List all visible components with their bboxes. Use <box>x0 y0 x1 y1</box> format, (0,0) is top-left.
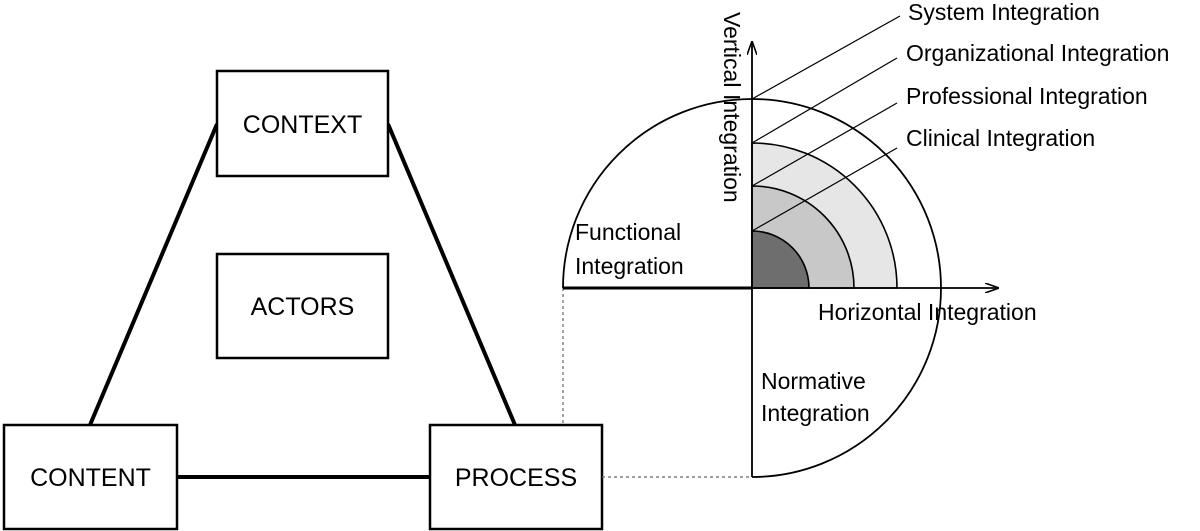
vertical-label-line-2: Integration <box>719 94 745 203</box>
process-label: PROCESS <box>455 464 577 492</box>
vertical-label-line-1: Vertical <box>719 12 745 87</box>
triangle-model: CONTEXT ACTORS CONTENT PROCESS <box>2 69 604 531</box>
system-integration-label: System Integration <box>908 0 1100 25</box>
normative-label-line-1: Normative <box>761 368 866 394</box>
clinical-leader-line <box>751 147 898 232</box>
clinical-integration-label: Clinical Integration <box>906 125 1095 151</box>
vertical-integration-label: Vertical Integration <box>719 12 745 203</box>
integration-model: System Integration Organizational Integr… <box>562 0 1169 478</box>
normative-quarter <box>751 287 942 478</box>
functional-label-line-2: Integration <box>575 253 684 279</box>
organizational-leader-line <box>751 57 898 144</box>
organizational-integration-label: Organizational Integration <box>906 40 1169 66</box>
context-content-edge <box>88 123 219 426</box>
normative-label-line-2: Integration <box>761 400 870 426</box>
actors-box <box>215 252 390 360</box>
zoom-connectors <box>562 288 752 478</box>
horizontal-integration-label: Horizontal Integration <box>818 299 1037 325</box>
professional-leader-line <box>751 102 898 187</box>
clinical-quarter <box>751 230 810 289</box>
context-process-edge <box>386 123 517 426</box>
functional-label-line-1: Functional <box>575 219 681 245</box>
content-box <box>2 423 179 531</box>
professional-integration-label: Professional Integration <box>906 83 1148 109</box>
context-label: CONTEXT <box>243 111 362 139</box>
content-label: CONTENT <box>30 464 151 492</box>
actors-label: ACTORS <box>251 293 355 321</box>
system-leader-line <box>751 15 901 100</box>
context-box <box>215 69 390 178</box>
